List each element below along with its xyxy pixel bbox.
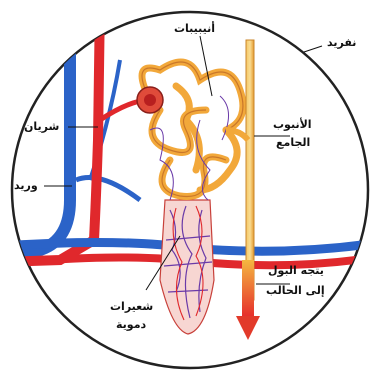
urine-arrow-shaft xyxy=(242,260,254,320)
label-nephron: نفريد xyxy=(327,36,356,50)
label-collecting-duct-line1: الأنبوب xyxy=(273,118,312,132)
label-collecting-duct-line2: الجامع xyxy=(276,136,310,150)
label-capillaries-line1: شعيرات xyxy=(110,300,153,314)
label-vein: وريد xyxy=(14,179,38,193)
glomerulus-core xyxy=(144,94,156,106)
label-urine-line2: إلى الحالب xyxy=(266,284,325,298)
label-tubules: أنيبيبات xyxy=(174,22,215,36)
label-urine-line1: يتجه البول xyxy=(268,264,324,278)
label-artery: شريان xyxy=(24,120,59,134)
label-capillaries-line2: دموية xyxy=(116,318,146,332)
